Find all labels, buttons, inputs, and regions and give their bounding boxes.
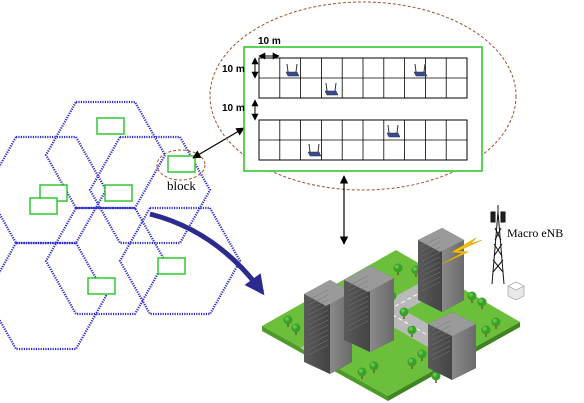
dimension-gap: 10 m [222, 99, 259, 121]
window-row [421, 251, 441, 262]
window-row [307, 314, 329, 326]
window-row [421, 256, 441, 267]
window-row [347, 300, 369, 312]
tree-icon [291, 323, 301, 335]
block-label: block [167, 178, 196, 193]
window-row [347, 315, 369, 327]
window-row [431, 330, 451, 341]
window-row [307, 319, 329, 331]
block-rect [157, 257, 186, 275]
radio-tower-icon [490, 205, 506, 285]
window-row [431, 350, 451, 361]
lightning-icon [441, 237, 483, 265]
tree-icon [477, 297, 487, 309]
dimension-width-label: 10 m [258, 36, 281, 47]
window-row [421, 246, 441, 257]
window-row [307, 324, 329, 336]
window-row [421, 276, 441, 287]
block-rect [167, 155, 196, 173]
block-rect [87, 277, 116, 295]
hexagon-cell [0, 135, 108, 245]
window-row [307, 329, 329, 341]
hexagon-cell-grid [0, 100, 242, 351]
wifi-router-icon [324, 82, 339, 96]
wifi-router-icon [285, 63, 300, 77]
window-row [431, 325, 451, 336]
building-icon [344, 266, 394, 352]
window-row [307, 334, 329, 346]
macro-enb-label: Macro eNB [507, 226, 563, 240]
selected-block-highlight [156, 149, 206, 181]
apartment-grid-top [258, 57, 468, 99]
window-row [307, 304, 329, 316]
window-row [307, 339, 329, 351]
apartment-grid-bottom [258, 119, 468, 161]
window-row [347, 310, 369, 322]
window-row [431, 340, 451, 351]
window-row [421, 281, 441, 292]
window-row [307, 289, 329, 301]
tree-icon [417, 349, 427, 361]
window-row [431, 320, 451, 331]
window-row [307, 309, 329, 321]
block-rect [104, 184, 133, 202]
wifi-router-icon [307, 143, 322, 157]
tree-icon [467, 291, 477, 303]
window-row [421, 236, 441, 247]
window-row [431, 345, 451, 356]
curved-transition-arrow [149, 211, 265, 296]
tree-icon [407, 325, 417, 337]
tree-icon [369, 361, 379, 373]
building-icon [428, 312, 476, 380]
window-row [347, 285, 369, 297]
window-row [421, 261, 441, 272]
window-row [347, 295, 369, 307]
router-group [285, 63, 428, 157]
city-scene: Macro eNB [262, 205, 563, 401]
building-icon [418, 228, 464, 312]
window-row [307, 299, 329, 311]
window-row [347, 320, 369, 332]
hexagon-cell [44, 206, 167, 316]
dimension-height-label: 10 m [222, 64, 245, 75]
tree-icon [283, 315, 293, 327]
window-row [307, 344, 329, 356]
window-row [431, 335, 451, 346]
window-row [347, 305, 369, 317]
window-row [347, 275, 369, 287]
window-row [421, 241, 441, 252]
zoom-connector-arrow [192, 127, 245, 159]
dimension-gap-label: 10 m [222, 103, 245, 114]
hex-blocks [29, 117, 196, 295]
tree-icon [481, 325, 491, 337]
tree-icon [399, 307, 409, 319]
tree-icon [393, 263, 403, 275]
block-rect [29, 197, 58, 215]
window-row [421, 266, 441, 277]
window-row [421, 271, 441, 282]
window-row [347, 280, 369, 292]
building-windows [307, 236, 451, 361]
dimension-height: 10 m [222, 57, 259, 79]
window-row [347, 290, 369, 302]
hexagon-cell [88, 135, 212, 245]
wifi-router-icon [386, 124, 401, 138]
tree-icon [491, 317, 501, 329]
tree-icon [357, 367, 367, 379]
zoom-ellipse [209, 1, 517, 191]
tree-icon [431, 371, 441, 383]
window-row [307, 294, 329, 306]
tree-icon [407, 357, 417, 369]
dimension-width: 10 m [258, 36, 281, 60]
hexagon-cell [118, 206, 242, 316]
hexagon-cell [44, 100, 167, 210]
wifi-router-icon [413, 63, 428, 77]
block-rect [96, 117, 125, 135]
hexagon-cell [0, 241, 108, 351]
small-cell-box-icon [507, 281, 525, 301]
